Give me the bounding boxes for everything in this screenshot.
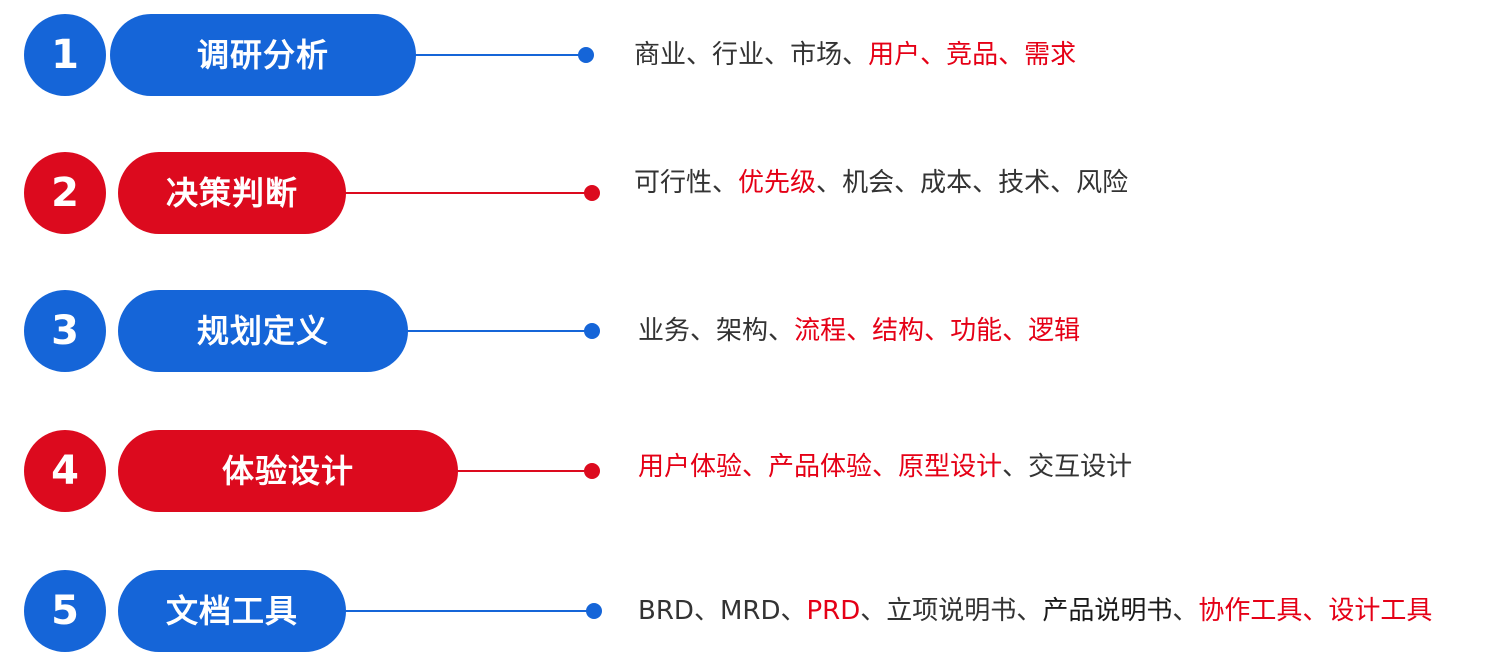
- item-separator: 、: [1302, 596, 1329, 626]
- item-separator: 、: [1002, 316, 1029, 346]
- connector-dot: [586, 603, 602, 619]
- connector-line: [344, 192, 592, 194]
- step-number-badge: 1: [24, 14, 106, 96]
- step-item: 技术: [998, 168, 1051, 198]
- step-item: 产品体验: [768, 452, 873, 482]
- step-item: 立项说明书: [886, 596, 1017, 626]
- item-separator: 、: [764, 40, 791, 70]
- step-item: 优先级: [738, 168, 817, 198]
- step-title-pill: 调研分析: [110, 14, 416, 96]
- step-items: 业务、架构、流程、结构、功能、逻辑: [638, 290, 1080, 372]
- step-item: 成本: [920, 168, 973, 198]
- step-items: 商业、行业、市场、用户、竞品、需求: [634, 14, 1076, 96]
- item-separator: 、: [686, 40, 713, 70]
- step-item: 协作工具: [1198, 596, 1303, 626]
- step-item: 用户: [868, 40, 921, 70]
- connector-dot: [584, 185, 600, 201]
- step-item: 用户体验: [638, 452, 743, 482]
- step-item: 交互设计: [1028, 452, 1133, 482]
- step-items: 可行性、优先级、机会、成本、技术、风险: [634, 142, 1128, 224]
- step-item: 可行性: [634, 168, 713, 198]
- step-number-badge: 4: [24, 430, 106, 512]
- step-number-badge: 5: [24, 570, 106, 652]
- connector-line: [406, 330, 592, 332]
- step-title-pill: 体验设计: [118, 430, 458, 512]
- item-separator: 、: [872, 452, 899, 482]
- connector-dot: [584, 463, 600, 479]
- connector-line: [456, 470, 592, 472]
- step-row-1: 1 调研分析 商业、行业、市场、用户、竞品、需求: [0, 14, 1510, 98]
- step-item: 逻辑: [1028, 316, 1081, 346]
- step-row-3: 3 规划定义 业务、架构、流程、结构、功能、逻辑: [0, 290, 1510, 374]
- item-separator: 、: [924, 316, 951, 346]
- item-separator: 、: [860, 596, 887, 626]
- item-separator: 、: [780, 596, 807, 626]
- step-item: 市场: [790, 40, 843, 70]
- item-separator: 、: [1002, 452, 1029, 482]
- step-item: 业务: [638, 316, 691, 346]
- item-separator: 、: [1016, 596, 1043, 626]
- step-item: 设计工具: [1328, 596, 1433, 626]
- step-title-pill: 文档工具: [118, 570, 346, 652]
- step-row-5: 5 文档工具 BRD、MRD、PRD、立项说明书、产品说明书、协作工具、设计工具: [0, 570, 1510, 654]
- connector-line: [414, 54, 586, 56]
- item-separator: 、: [1172, 596, 1199, 626]
- step-item: 机会: [842, 168, 895, 198]
- item-separator: 、: [816, 168, 843, 198]
- step-row-2: 2 决策判断 可行性、优先级、机会、成本、技术、风险: [0, 152, 1510, 236]
- item-separator: 、: [920, 40, 947, 70]
- item-separator: 、: [712, 168, 739, 198]
- item-separator: 、: [894, 168, 921, 198]
- step-item: 竞品: [946, 40, 999, 70]
- step-item: 产品说明书: [1042, 596, 1173, 626]
- step-title-pill: 决策判断: [118, 152, 346, 234]
- connector-dot: [584, 323, 600, 339]
- item-separator: 、: [768, 316, 795, 346]
- item-separator: 、: [846, 316, 873, 346]
- connector-line: [344, 610, 592, 612]
- item-separator: 、: [842, 40, 869, 70]
- item-separator: 、: [693, 596, 720, 626]
- step-item: 商业: [634, 40, 687, 70]
- step-item: PRD: [806, 596, 861, 626]
- step-items: 用户体验、产品体验、原型设计、交互设计: [638, 426, 1132, 508]
- step-item: 原型设计: [898, 452, 1003, 482]
- step-items: BRD、MRD、PRD、立项说明书、产品说明书、协作工具、设计工具: [638, 570, 1432, 652]
- step-item: 风险: [1076, 168, 1129, 198]
- item-separator: 、: [972, 168, 999, 198]
- step-item: 结构: [872, 316, 925, 346]
- step-number-badge: 2: [24, 152, 106, 234]
- step-item: 行业: [712, 40, 765, 70]
- item-separator: 、: [742, 452, 769, 482]
- step-row-4: 4 体验设计 用户体验、产品体验、原型设计、交互设计: [0, 430, 1510, 514]
- item-separator: 、: [690, 316, 717, 346]
- step-item: 架构: [716, 316, 769, 346]
- step-title-pill: 规划定义: [118, 290, 408, 372]
- step-item: 流程: [794, 316, 847, 346]
- step-number-badge: 3: [24, 290, 106, 372]
- step-item: 功能: [950, 316, 1003, 346]
- step-item: 需求: [1024, 40, 1077, 70]
- step-item: BRD: [638, 596, 694, 626]
- item-separator: 、: [998, 40, 1025, 70]
- step-item: MRD: [719, 596, 781, 626]
- connector-dot: [578, 47, 594, 63]
- item-separator: 、: [1050, 168, 1077, 198]
